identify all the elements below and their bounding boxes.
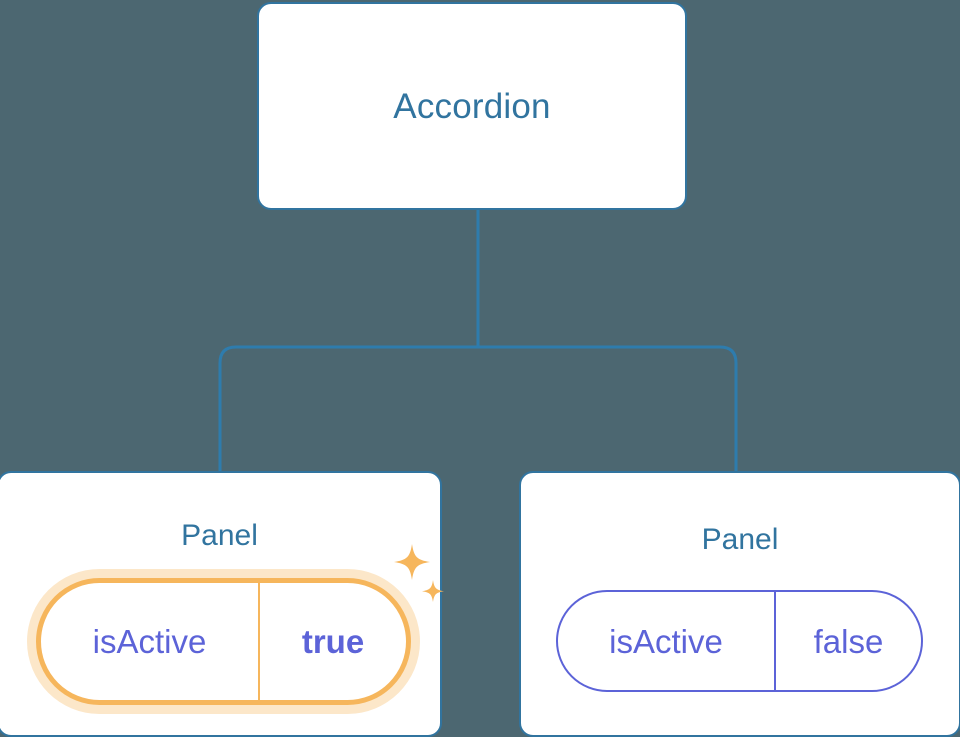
node-accordion[interactable]: Accordion [257,2,687,210]
prop-value-label: false [813,622,884,660]
prop-key-label: isActive [558,592,776,690]
node-panel-right-label: Panel [701,523,779,556]
prop-value-label: true [301,623,365,660]
node-accordion-label: Accordion [393,86,551,126]
prop-pill-isactive-true[interactable]: isActive true [36,578,411,705]
node-panel-left-label: Panel [181,519,258,552]
connector-branch-bus [218,345,738,471]
prop-pill-isactive-false[interactable]: isActive false [556,590,923,692]
prop-key-label: isActive [41,583,260,700]
